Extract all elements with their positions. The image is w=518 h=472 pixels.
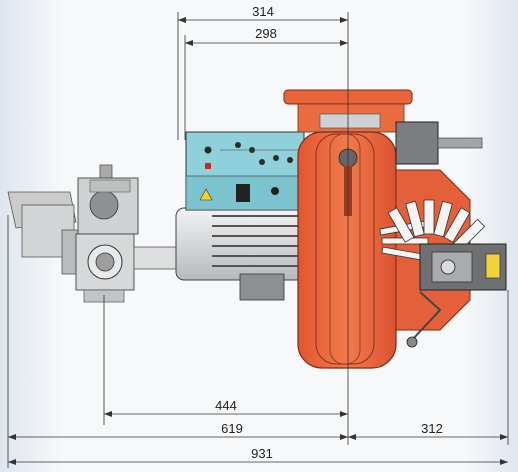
control-panel [185,131,305,211]
dimension-label-314: 314 [252,4,274,19]
dimension-label-931: 931 [251,446,273,461]
dimension-arrowheads [8,17,508,465]
dimension-label-298: 298 [255,26,277,41]
burner-housing [283,89,507,369]
gas-train [7,164,197,303]
dimension-label-444: 444 [215,398,237,413]
dimension-label-312: 312 [421,421,443,436]
dimension-lines [7,12,509,468]
dimension-label-619: 619 [221,421,243,436]
